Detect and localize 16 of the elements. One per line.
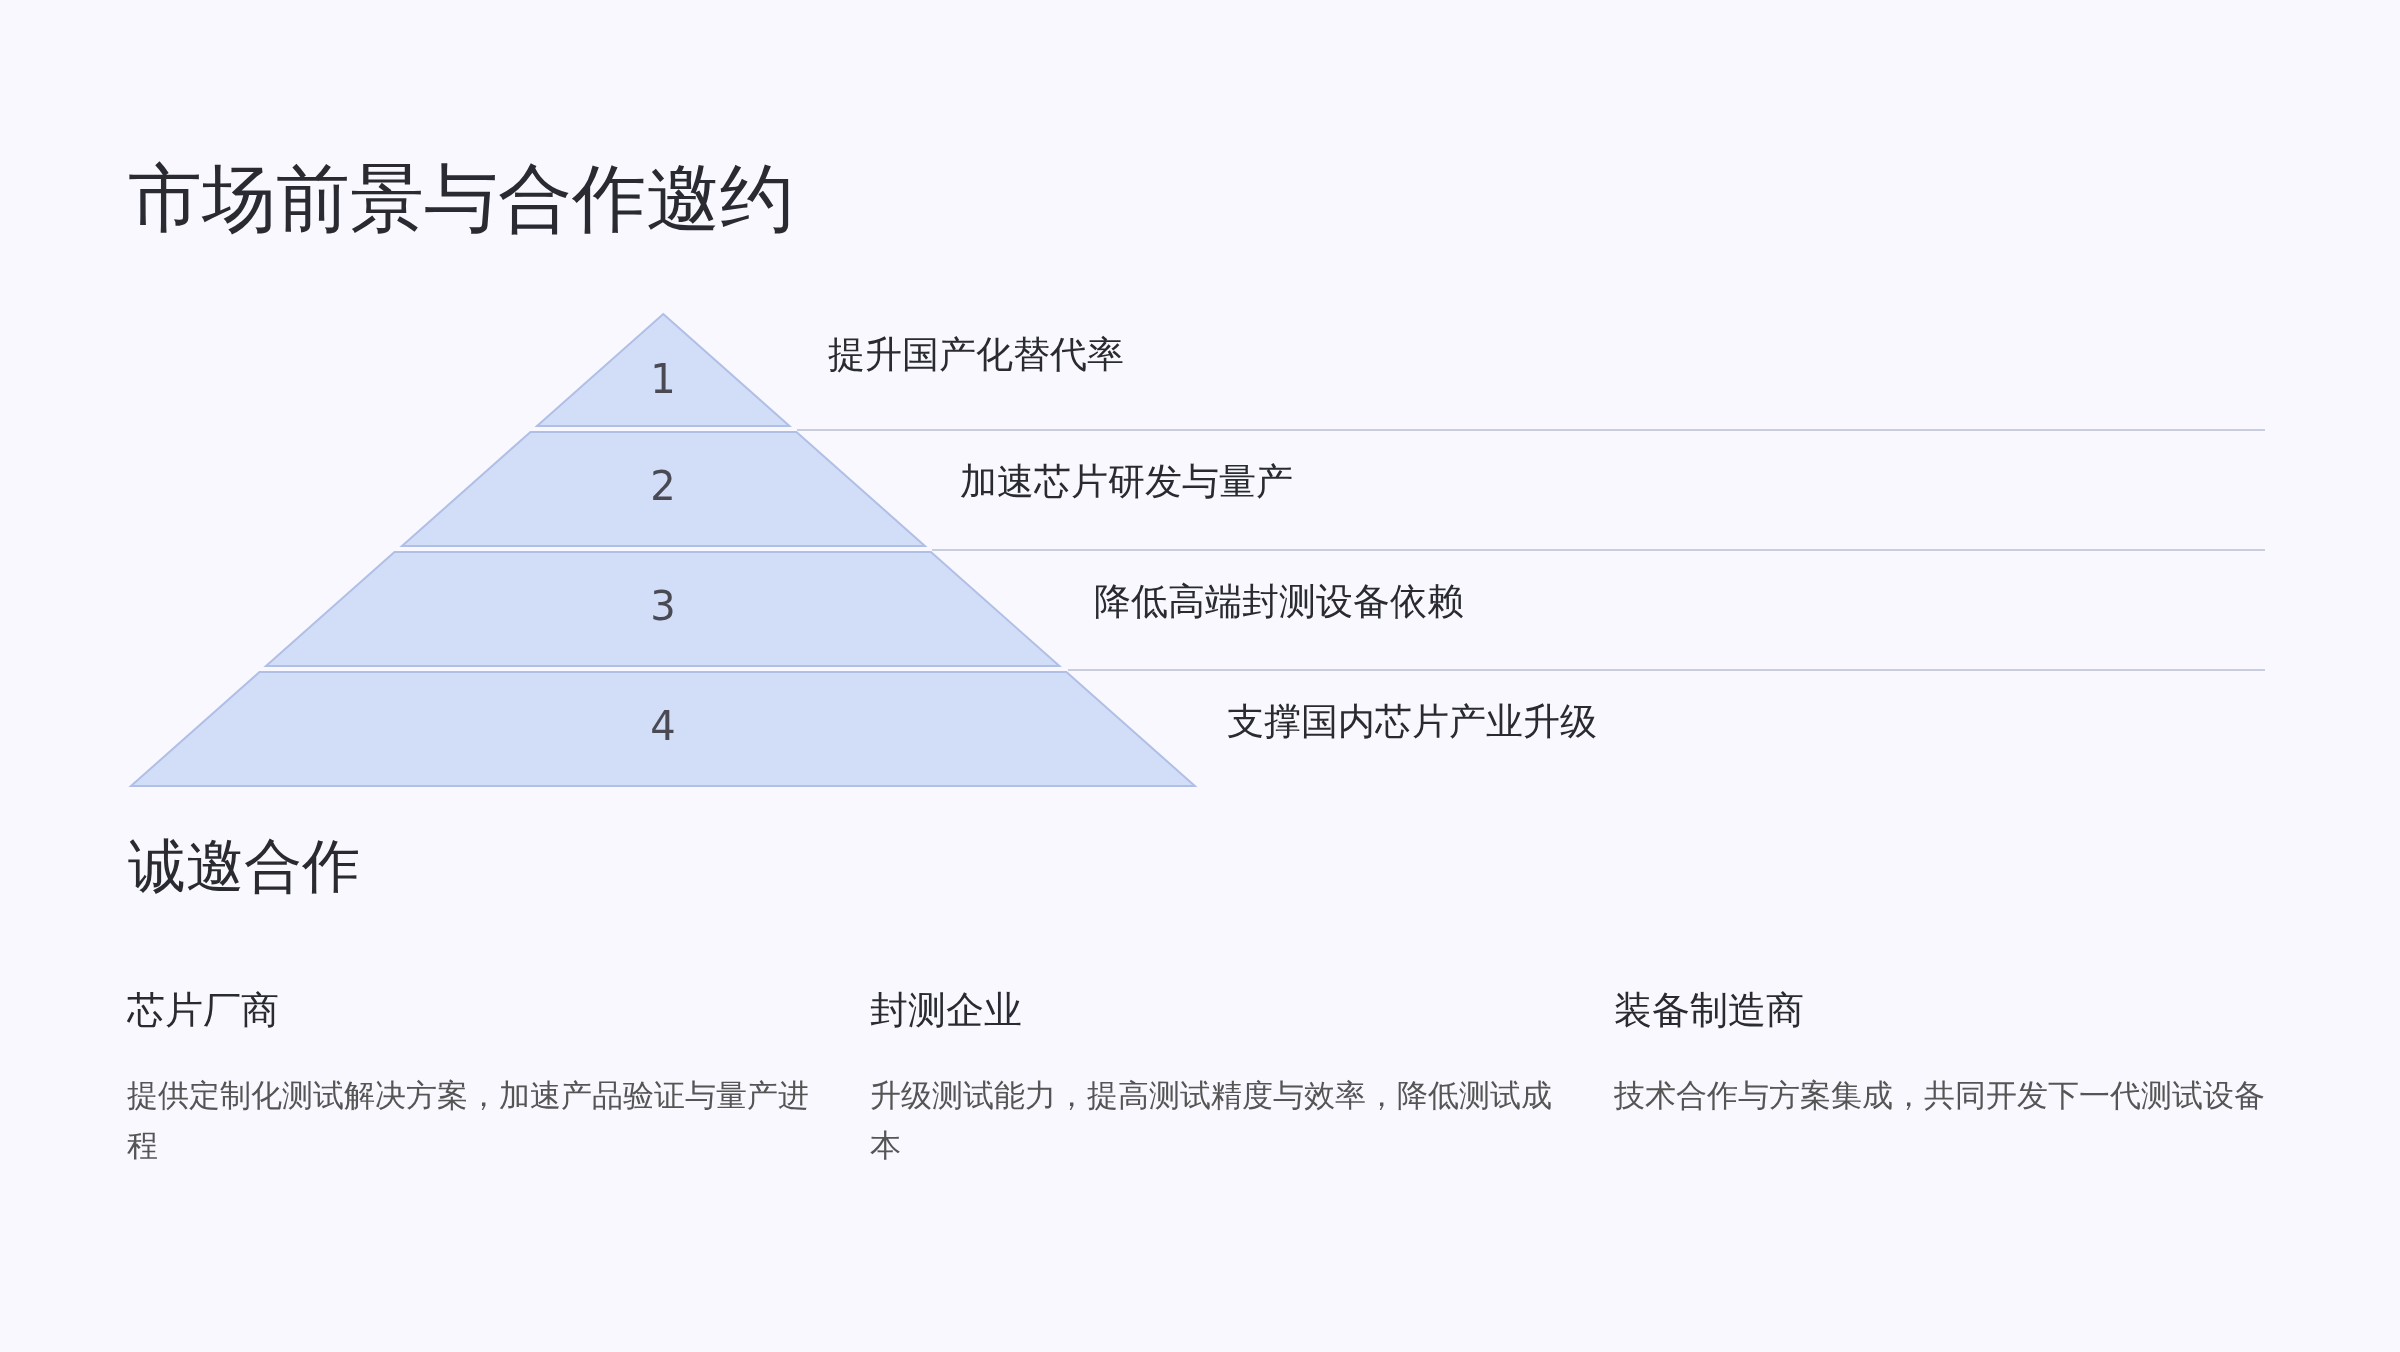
column-text: 技术合作与方案集成，共同开发下一代测试设备 [1614, 1076, 2266, 1115]
slide-title: 市场前景与合作邀约 [128, 154, 794, 243]
column-text: 提供定制化测试解决方案，加速产品验证与量产进程 [127, 1076, 810, 1165]
tier-number: 4 [650, 703, 676, 749]
section-heading: 诚邀合作 [128, 831, 360, 902]
tier-number: 1 [650, 356, 676, 402]
tier-caption: 提升国产化替代率 [828, 332, 1124, 378]
column-text: 升级测试能力，提高测试精度与效率，降低测试成本 [870, 1076, 1553, 1165]
column-heading: 装备制造商 [1614, 987, 1804, 1034]
tier-number: 2 [650, 463, 676, 509]
tier-caption: 降低高端封测设备依赖 [1094, 579, 1464, 625]
column-heading: 芯片厂商 [127, 987, 279, 1034]
tier-caption: 支撑国内芯片产业升级 [1227, 699, 1597, 745]
tier-number: 3 [650, 583, 676, 629]
tier-caption: 加速芯片研发与量产 [960, 459, 1293, 505]
column-heading: 封测企业 [870, 987, 1022, 1034]
